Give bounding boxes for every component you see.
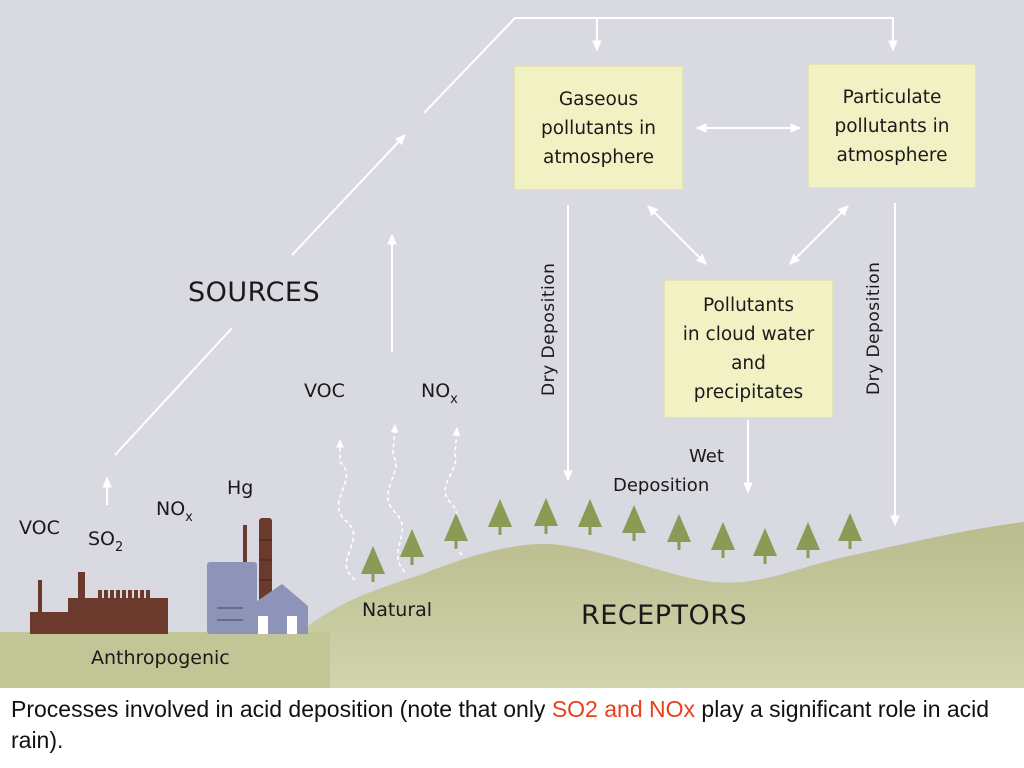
acid-deposition-diagram: SOURCES RECEPTORS Natural Anthropogenic … [0,0,1024,688]
particulate-line-3: atmosphere [836,144,948,166]
tree-icon [400,529,424,565]
sources-to-atmosphere-arrow [114,17,898,456]
tree-icon [488,499,512,535]
caption-text-after: play a significant role in acid rain). [11,696,990,753]
tree-icon [578,499,602,535]
anthropogenic-nox-sub: x [185,510,193,525]
natural-nox-sub: x [450,392,458,407]
anthropogenic-so2-label: SO2 [88,528,123,555]
figure-caption: Processes involved in acid deposition (n… [11,694,1021,756]
dry-deposition-left-label: Dry Deposition [539,262,559,396]
particulate-cloud-arrow [789,205,849,265]
forest-trees [361,498,862,582]
tree-icon [796,522,820,558]
particulate-line-1: Particulate [842,86,942,108]
dry-deposition-right-label: Dry Deposition [864,261,884,395]
cloud-line-2: in cloud water [682,324,815,345]
particulate-pollutants-text: Particulate pollutants in atmosphere [834,83,949,170]
power-plant-icon [207,518,308,634]
anthropogenic-nox-main: NO [156,498,186,520]
anthropogenic-voc-label: VOC [19,517,60,539]
natural-voc-label: VOC [304,380,345,402]
ground-flat [0,632,330,688]
tree-icon [711,522,735,558]
gaseous-line-1: Gaseous [558,88,639,110]
receptors-label: RECEPTORS [581,600,748,631]
natural-emission-waves [336,424,463,581]
tree-icon [534,498,558,534]
wet-deposition-label-line2: Deposition [613,475,710,496]
gaseous-cloud-arrow [647,205,707,265]
tree-icon [622,505,646,541]
gaseous-pollutants-box: Gaseous pollutants in atmosphere [514,66,683,190]
tree-icon [444,513,468,549]
wet-deposition-label-line1: Wet [689,446,724,467]
tree-icon [667,514,691,550]
cloud-line-3: and [731,353,766,374]
particulate-pollutants-box: Particulate pollutants in atmosphere [808,64,976,188]
cloud-line-4: precipitates [693,382,804,403]
so2-main: SO [88,528,116,550]
tree-icon [361,546,385,582]
sources-label: SOURCES [188,277,321,308]
cloud-water-pollutants-text: Pollutants in cloud water and precipitat… [683,291,814,407]
tree-icon [753,528,777,564]
natural-label: Natural [362,599,433,621]
caption-highlight: SO2 and NOx [551,696,696,722]
gaseous-line-2: pollutants in [540,117,657,139]
mercury-label: Hg [227,477,254,499]
cloud-line-1: Pollutants [702,295,795,316]
anthropogenic-nox-label: NOx [156,498,193,525]
gaseous-pollutants-text: Gaseous pollutants in atmosphere [541,85,656,172]
anthropogenic-label: Anthropogenic [91,647,230,669]
natural-nox-main: NO [421,380,451,402]
so2-sub: 2 [115,540,124,555]
particulate-line-2: pollutants in [834,115,950,137]
caption-text-before: Processes involved in acid deposition (n… [11,696,552,722]
natural-nox-label: NOx [421,380,458,407]
cloud-water-pollutants-box: Pollutants in cloud water and precipitat… [664,280,833,418]
gaseous-line-3: atmosphere [543,146,654,168]
factory-icon [30,572,168,634]
tree-icon [838,513,862,549]
